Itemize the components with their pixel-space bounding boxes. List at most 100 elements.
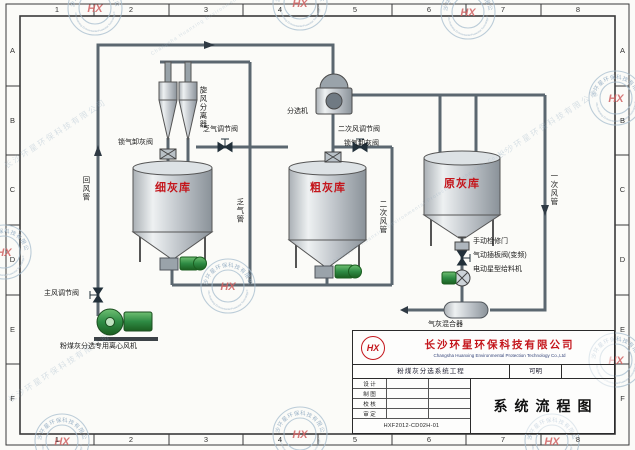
tb-row-check: 校 核: [353, 399, 387, 409]
mixer-shape: [443, 301, 489, 319]
raw-silo-inlets: [438, 95, 478, 158]
return-air-pipe: [96, 43, 335, 316]
grid-ref: 7: [500, 435, 506, 444]
signature-grid: 设 计 制 图 校 核 审 定 HXF2012-CD02H-01: [353, 379, 471, 433]
centrifugal-fan: [94, 308, 158, 341]
company-names: 长沙环星环保科技有限公司 Changsha Huanxing Environme…: [385, 337, 614, 358]
grid-ref: 5: [352, 435, 358, 444]
tb-cell-empty: [387, 409, 429, 419]
grid-ref: B: [619, 116, 625, 125]
project-name: 粉煤灰分选系统工程: [353, 365, 510, 378]
label-secondary-air-valve: 二次风调节阀: [338, 126, 380, 133]
raw-ash-silo-shape: [422, 150, 502, 246]
svg-text:HX: HX: [54, 436, 70, 448]
drawing-title: 系统流程图: [493, 398, 599, 414]
label-coarse-ash-silo: 粗灰库: [310, 182, 346, 194]
grid-ref: A: [9, 46, 15, 55]
grid-ref: D: [9, 255, 16, 264]
grid-ref: B: [9, 116, 15, 125]
svg-text:HX: HX: [87, 3, 103, 15]
grid-ref: 2: [128, 435, 134, 444]
svg-text:HX: HX: [220, 281, 236, 293]
tb-cell-empty: [428, 409, 470, 419]
drawing-number: HXF2012-CD02H-01: [383, 423, 440, 429]
label-return-air-pipe: 回风管: [81, 176, 91, 202]
label-secondary-air-pipe: 二次风管: [378, 200, 388, 234]
label-lock-valve-mid: 锁气卸灰阀: [344, 140, 379, 147]
empty-cell: [562, 365, 614, 378]
feeder-drop-pipes: [170, 270, 329, 285]
grid-ref: 5: [352, 5, 358, 14]
svg-text:HX: HX: [544, 436, 560, 448]
grid-ref: 7: [500, 5, 506, 14]
grid-ref: 3: [203, 435, 209, 444]
grid-ref: 4: [277, 435, 283, 444]
grid-ref: 4: [277, 5, 283, 14]
grid-ref: D: [619, 255, 626, 264]
tb-cell-empty: [428, 389, 470, 399]
title-block-header: HX 长沙环星环保科技有限公司 Changsha Huanxing Enviro…: [353, 331, 614, 365]
star-feeder-symbol: [441, 269, 471, 287]
fine-ash-silo-shape: [131, 160, 214, 262]
tb-cell-empty: [428, 399, 470, 409]
title-block-body: 设 计 制 图 校 核 审 定 HXF2012-CD02H-01 系统流程图: [353, 379, 614, 433]
grid-ref: 1: [54, 5, 60, 14]
main-air-valve-symbol: [89, 287, 103, 303]
svg-text:HX: HX: [460, 7, 476, 19]
label-fan: 粉煤灰分选专用离心风机: [60, 343, 137, 350]
label-spent-air-pipe: 乏气管: [235, 198, 245, 224]
sheet-frame: [5, 3, 630, 446]
company-logo: HX: [361, 335, 385, 360]
tb-row-design: 设 计: [353, 379, 387, 389]
cyclone-separator: [158, 61, 198, 141]
label-gate-valve: 气动插板阀(变频): [473, 252, 527, 259]
svg-text:HX: HX: [292, 429, 308, 441]
stage-cell: 可明: [510, 365, 562, 378]
tb-cell-empty: [428, 379, 470, 389]
svg-text:HX: HX: [292, 0, 308, 10]
grid-ref: C: [9, 185, 16, 194]
company-name-cn: 长沙环星环保科技有限公司: [424, 339, 575, 351]
label-fine-ash-silo: 细灰库: [155, 182, 191, 194]
tb-row-draft: 制 图: [353, 389, 387, 399]
svg-text:HX: HX: [0, 247, 12, 259]
tb-cell-empty: [387, 389, 429, 399]
airlock-valve-mid: [324, 151, 342, 163]
spent-air-valve-symbol: [217, 138, 233, 152]
grid-ref: 8: [575, 435, 581, 444]
svg-text:HX: HX: [608, 93, 624, 105]
access-door-symbol: [454, 236, 470, 251]
label-mixer: 气灰混合器: [428, 321, 463, 328]
fine-silo-feeder: [159, 256, 207, 271]
grid-ref: 3: [203, 5, 209, 14]
label-spent-air-valve: 乏气调节阀: [203, 126, 238, 133]
grid-ref: A: [619, 46, 625, 55]
tb-row-approve: 审 定: [353, 409, 387, 419]
grid-ref: E: [619, 325, 625, 334]
label-separator: 分选机: [287, 108, 308, 115]
cyclone-outlet-pipes: [160, 60, 250, 84]
grid-ref: F: [10, 394, 15, 403]
grid-ref: E: [9, 325, 15, 334]
label-rotary-feeder: 电动星型给料机: [473, 266, 522, 273]
label-raw-ash-silo: 原灰库: [444, 178, 480, 190]
label-lock-valve-left: 锁气卸灰阀: [118, 139, 153, 146]
primary-air-pipe: [490, 95, 547, 312]
label-access-door: 手动检修门: [473, 238, 508, 245]
coarse-ash-silo-shape: [287, 160, 368, 268]
classifier-machine: [315, 73, 353, 115]
grid-ref: F: [620, 394, 625, 403]
coarse-silo-feeder: [314, 264, 362, 279]
grid-ref: 6: [426, 435, 432, 444]
airlock-valve-left: [159, 148, 177, 160]
flow-arrows: [94, 41, 549, 314]
company-name-en: Changsha Huanxing Environmental Protecti…: [433, 353, 566, 358]
title-block-project-row: 粉煤灰分选系统工程 可明: [353, 365, 614, 379]
label-main-air-valve: 主风调节阀: [44, 290, 79, 297]
grid-ref: 8: [575, 5, 581, 14]
gate-valve-symbol: [457, 250, 471, 266]
grid-ref: 6: [426, 5, 432, 14]
tb-cell-empty: [387, 399, 429, 409]
